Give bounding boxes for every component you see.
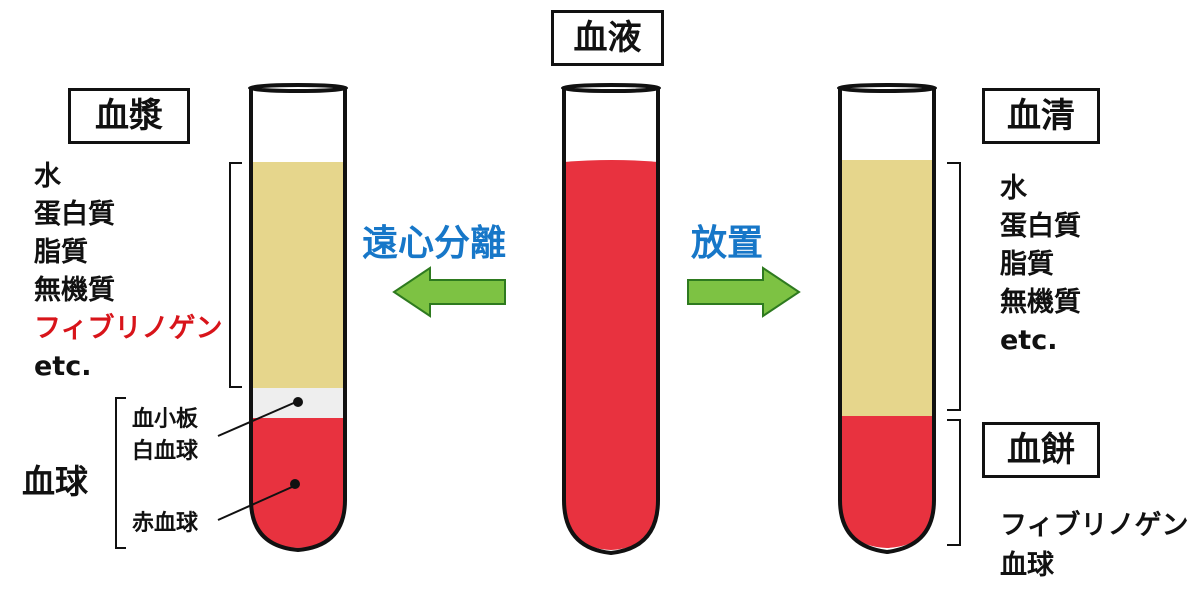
plasma-bracket xyxy=(229,162,242,388)
serum-component-item: 脂質 xyxy=(1000,249,1054,280)
left-tube-outline xyxy=(249,88,347,553)
clot-label: 血餅 xyxy=(982,422,1100,478)
wbc-pointer-line xyxy=(217,401,297,437)
clot-component-item: フィブリノゲン xyxy=(1000,510,1189,541)
serum-component-item: 蛋白質 xyxy=(1000,211,1081,242)
platelets-label: 血小板 xyxy=(132,407,199,432)
right-tube-clot-layer xyxy=(840,416,934,548)
clot-component-item: 血球 xyxy=(1000,550,1054,581)
serum-component-item: 無機質 xyxy=(1000,287,1081,318)
plasma-component-item: etc. xyxy=(34,351,92,382)
standing-label: 放置 xyxy=(691,223,764,264)
rbc-pointer-line xyxy=(217,486,293,521)
left-tube-rim xyxy=(248,83,348,93)
right-test-tube xyxy=(837,83,937,555)
plasma-component-item: 無機質 xyxy=(34,275,115,306)
clot-component-list: フィブリノゲン血球 xyxy=(1000,506,1188,586)
plasma-label: 血漿 xyxy=(68,88,190,144)
blood-label: 血液 xyxy=(551,10,664,66)
serum-label: 血清 xyxy=(982,88,1100,144)
right-arrow xyxy=(687,266,801,318)
clot-bracket xyxy=(947,419,961,546)
wbc-label: 白血球 xyxy=(132,439,199,464)
left-arrow xyxy=(392,266,506,318)
plasma-component-item: フィブリノゲン xyxy=(34,313,223,344)
plasma-component-item: 蛋白質 xyxy=(34,199,115,230)
center-tube-rim xyxy=(561,83,661,93)
right-tube-serum-layer xyxy=(840,160,934,416)
serum-component-item: 水 xyxy=(1000,173,1027,204)
blood-cells-label: 血球 xyxy=(22,462,88,501)
right-tube-rim xyxy=(837,83,937,93)
left-tube-plasma-layer xyxy=(251,162,345,388)
wbc-pointer-dot xyxy=(293,397,303,407)
centrifuge-label: 遠心分離 xyxy=(362,223,507,264)
serum-component-list: 水蛋白質脂質無機質 etc. xyxy=(1000,170,1081,360)
blood-cell-bracket xyxy=(115,397,126,549)
plasma-component-item: 水 xyxy=(34,161,61,192)
center-tube-blood-fill xyxy=(564,160,658,550)
plasma-component-list: 水蛋白質脂質無機質フィブリノゲン etc. xyxy=(34,158,222,386)
right-tube-outline xyxy=(838,88,936,555)
rbc-pointer-dot xyxy=(290,479,300,489)
center-test-tube xyxy=(561,83,661,556)
plasma-component-item: 脂質 xyxy=(34,237,88,268)
serum-component-item: etc. xyxy=(1000,325,1058,356)
serum-bracket xyxy=(947,162,961,411)
center-tube-outline xyxy=(562,88,660,556)
rbc-label: 赤血球 xyxy=(132,511,199,536)
